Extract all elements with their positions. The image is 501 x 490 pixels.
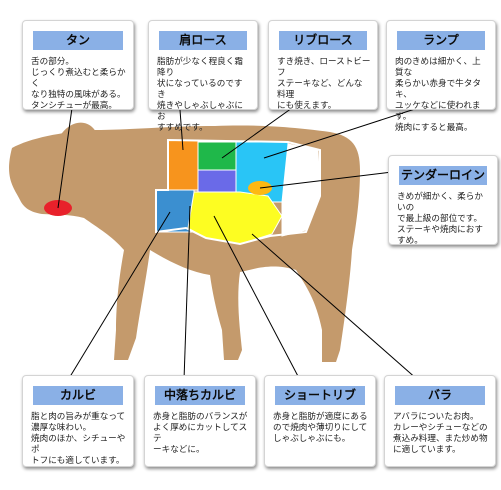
leader-lines	[57, 107, 419, 381]
leader-karubi	[67, 211, 171, 381]
card-bara-body: アバラについたお肉。 カレーやシチューなどの 煮込み料理、また炒め物 に適してい…	[393, 412, 488, 455]
card-rib-body: すき焼き、ローストビーフ ステーキなど、どんな料理 にも使えます。	[277, 57, 371, 111]
card-rib[interactable]: リブロース すき焼き、ローストビーフ ステーキなど、どんな料理 にも使えます。	[268, 20, 378, 111]
leader-kata	[179, 109, 184, 151]
card-tender-body: きめが細かく、柔らかいの で最上級の部位です。 ステーキや焼肉におすすめ。	[397, 192, 483, 246]
card-bara[interactable]: バラ アバラについたお肉。 カレーやシチューなどの 煮込み料理、また炒め物 に適…	[384, 375, 496, 467]
card-nakaochi[interactable]: 中落ちカルビ 赤身と脂肪のバランスが よく厚めにカットしてステ ーキなどに。	[144, 375, 256, 467]
card-kata-title: 肩ロース	[159, 31, 247, 50]
leader-rump	[263, 107, 419, 159]
card-karubi-body: 脂と肉の旨みが重なって 濃厚な味わい。 焼肉のほか、シチューやポ トフにも適して…	[31, 412, 126, 466]
card-nakaochi-title: 中落ちカルビ	[155, 386, 245, 405]
card-tan-title: タン	[33, 31, 123, 50]
card-bara-title: バラ	[395, 386, 485, 405]
leader-short	[213, 215, 301, 381]
leader-tender	[259, 171, 393, 189]
card-rump-body: 肉のきめは細かく、上質な 柔らかい赤身で牛タタキ、 ユッケなどに使われます。 焼…	[395, 57, 481, 133]
card-short-title: ショートリブ	[275, 386, 365, 405]
card-kata[interactable]: 肩ロース 脂肪が少なく程良く霜降り 状になっているのですき 焼きやしゃぶしゃぶに…	[148, 20, 258, 133]
card-tender[interactable]: テンダーロイン きめが細かく、柔らかいの で最上級の部位です。 ステーキや焼肉に…	[388, 155, 498, 246]
card-kata-body: 脂肪が少なく程良く霜降り 状になっているのですき 焼きやしゃぶしゃぶにお すすめ…	[157, 57, 243, 133]
card-tan[interactable]: タン 舌の部分。 じっくり煮込むと柔らかく なり独特の風味がある。 タンシチュー…	[22, 20, 134, 111]
card-rump[interactable]: ランプ 肉のきめは細かく、上質な 柔らかい赤身で牛タタキ、 ユッケなどに使われま…	[386, 20, 496, 133]
cut-area-outline	[155, 138, 321, 246]
card-tender-title: テンダーロイン	[399, 166, 487, 185]
leader-bara	[251, 233, 419, 381]
leader-tan	[57, 107, 73, 209]
card-short-body: 赤身と脂肪が適度にある ので焼肉や薄切りにして しゃぶしゃぶにも。	[273, 412, 368, 444]
card-karubi-title: カルビ	[33, 386, 123, 405]
leader-rib	[221, 107, 293, 159]
leader-nakaochi	[183, 205, 191, 381]
card-tan-body: 舌の部分。 じっくり煮込むと柔らかく なり独特の風味がある。 タンシチューが最高…	[31, 57, 126, 111]
card-nakaochi-body: 赤身と脂肪のバランスが よく厚めにカットしてステ ーキなどに。	[153, 412, 248, 455]
card-karubi[interactable]: カルビ 脂と肉の旨みが重なって 濃厚な味わい。 焼肉のほか、シチューやポ トフに…	[22, 375, 134, 467]
card-rump-title: ランプ	[397, 31, 485, 50]
card-rib-title: リブロース	[279, 31, 367, 50]
cut-rib-region[interactable]	[197, 141, 237, 171]
card-short[interactable]: ショートリブ 赤身と脂肪が適度にある ので焼肉や薄切りにして しゃぶしゃぶにも。	[264, 375, 376, 467]
cow-ear	[60, 122, 96, 137]
